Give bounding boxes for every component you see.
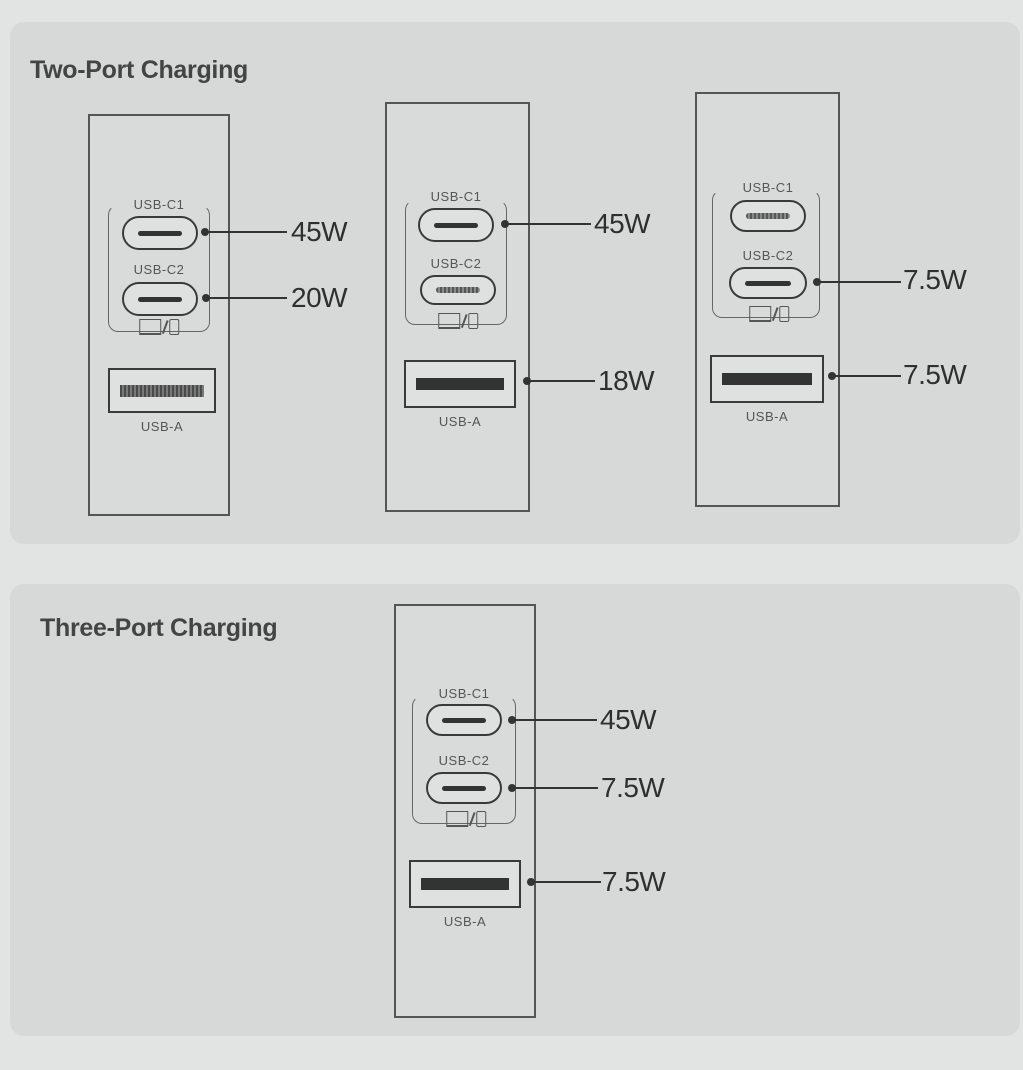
- connector-line: [206, 297, 287, 299]
- usb-c1-watt: 45W: [600, 704, 657, 735]
- usb-a-port: [108, 368, 216, 413]
- usb-c2-watt: 7.5W: [601, 772, 665, 803]
- usb-c1-label: USB-C1: [425, 189, 487, 204]
- charger-2: [385, 102, 530, 512]
- usb-c2-port: [729, 267, 807, 299]
- connector-line: [832, 375, 901, 377]
- usb-c1-port: [418, 208, 494, 242]
- usb-c2-watt: 20W: [291, 282, 348, 313]
- usb-a-label: USB-A: [745, 409, 789, 424]
- usb-a-watt: 7.5W: [602, 866, 666, 897]
- charger-4: [394, 604, 536, 1018]
- connector-line: [205, 231, 287, 233]
- three-port-heading: Three-Port Charging: [40, 614, 278, 642]
- charger-3: [695, 92, 840, 507]
- usb-c2-label: USB-C2: [133, 262, 185, 277]
- usb-c1-port: [122, 216, 198, 250]
- usbc-group-1: [108, 205, 210, 332]
- laptop-phone-icon: [139, 318, 179, 336]
- connector-line: [817, 281, 901, 283]
- connector-line: [512, 787, 598, 789]
- usb-c1-watt: 45W: [291, 216, 348, 247]
- two-port-heading: Two-Port Charging: [30, 56, 249, 84]
- usb-c1-label: USB-C1: [128, 197, 190, 212]
- usb-a-port: [404, 360, 516, 408]
- connector-line: [505, 223, 591, 225]
- usb-a-port: [409, 860, 521, 908]
- usb-c1-watt: 45W: [594, 208, 651, 239]
- usb-c2-label: USB-C2: [438, 753, 490, 768]
- usb-a-label: USB-A: [140, 419, 184, 434]
- usbc-group-3: [712, 190, 820, 318]
- connector-line: [512, 719, 597, 721]
- usbc-group-2: [405, 200, 507, 325]
- usb-a-watt: 18W: [598, 365, 655, 396]
- laptop-phone-icon: [749, 305, 789, 323]
- usb-c2-port: [122, 282, 198, 316]
- laptop-phone-icon: [438, 312, 478, 330]
- usb-c1-label: USB-C1: [433, 686, 495, 701]
- usb-a-watt: 7.5W: [903, 359, 967, 390]
- usb-c2-label: USB-C2: [430, 256, 482, 271]
- usb-c2-watt: 7.5W: [903, 264, 967, 295]
- usb-c2-port: [420, 275, 496, 305]
- usb-c1-label: USB-C1: [737, 180, 799, 195]
- usb-a-label: USB-A: [443, 914, 487, 929]
- usb-a-label: USB-A: [438, 414, 482, 429]
- laptop-phone-icon: [446, 810, 486, 828]
- usb-c1-port: [426, 704, 502, 736]
- usb-c2-label: USB-C2: [742, 248, 794, 263]
- connector-line: [527, 380, 595, 382]
- usb-c2-port: [426, 772, 502, 804]
- connector-line: [531, 881, 601, 883]
- usbc-group-4: [412, 696, 516, 824]
- usb-c1-port: [730, 200, 806, 232]
- usb-a-port: [710, 355, 824, 403]
